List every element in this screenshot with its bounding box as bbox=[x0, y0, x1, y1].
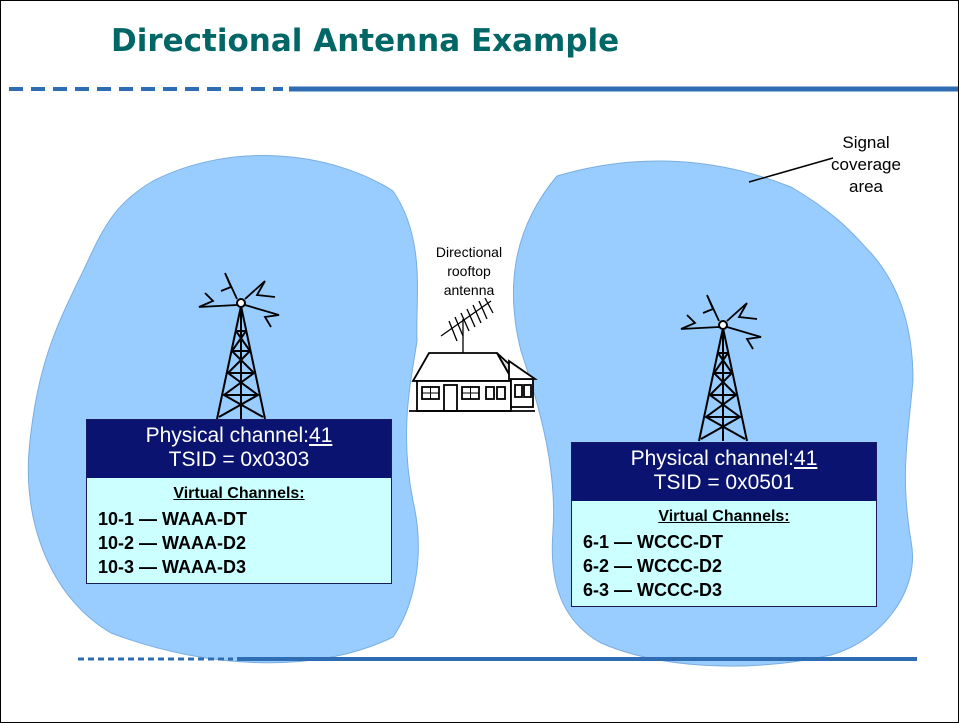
coverage-pointer-line bbox=[748, 157, 834, 183]
physical-channel-label: Physical channel: bbox=[630, 447, 795, 470]
station-header: Physical channel:41 TSID = 0x0303 bbox=[87, 420, 391, 478]
virtual-channel-item: 10-1 — WAAA-DT bbox=[98, 509, 248, 529]
physical-channel-number: 41 bbox=[794, 447, 818, 470]
slide-title: Directional Antenna Example bbox=[111, 23, 620, 59]
virtual-channel-item: 10-2 — WAAA-D2 bbox=[98, 533, 247, 553]
physical-channel-number: 41 bbox=[309, 424, 333, 447]
virtual-channel-item: 10-3 — WAAA-D3 bbox=[98, 557, 247, 577]
virtual-channel-item: 6-1 — WCCC-DT bbox=[583, 532, 723, 552]
tsid-value: TSID = 0x0501 bbox=[653, 471, 795, 494]
virtual-channel-item: 6-3 — WCCC-D3 bbox=[583, 580, 723, 600]
station-info-left: Physical channel:41 TSID = 0x0303 Virtua… bbox=[86, 419, 392, 584]
station-header: Physical channel:41 TSID = 0x0501 bbox=[572, 443, 876, 501]
broadcast-tower-icon bbox=[680, 294, 762, 442]
signal-coverage-label: Signal coverage area bbox=[831, 133, 901, 196]
virtual-channels-heading: Virtual Channels: bbox=[173, 485, 305, 502]
virtual-channel-list: Virtual Channels: 10-1 — WAAA-DT 10-2 — … bbox=[87, 478, 391, 583]
virtual-channels-heading: Virtual Channels: bbox=[658, 508, 790, 525]
virtual-channel-item: 6-2 — WCCC-D2 bbox=[583, 556, 723, 576]
directional-antenna-label: Directional rooftop antenna bbox=[435, 244, 503, 298]
station-info-right: Physical channel:41 TSID = 0x0501 Virtua… bbox=[571, 442, 877, 607]
rooftop-antenna-icon bbox=[440, 297, 494, 353]
tsid-value: TSID = 0x0303 bbox=[168, 448, 310, 471]
house-icon bbox=[409, 352, 538, 412]
broadcast-tower-icon bbox=[198, 272, 280, 420]
virtual-channel-list: Virtual Channels: 6-1 — WCCC-DT 6-2 — WC… bbox=[572, 501, 876, 606]
physical-channel-label: Physical channel: bbox=[145, 424, 310, 447]
coverage-area-left bbox=[27, 155, 419, 664]
